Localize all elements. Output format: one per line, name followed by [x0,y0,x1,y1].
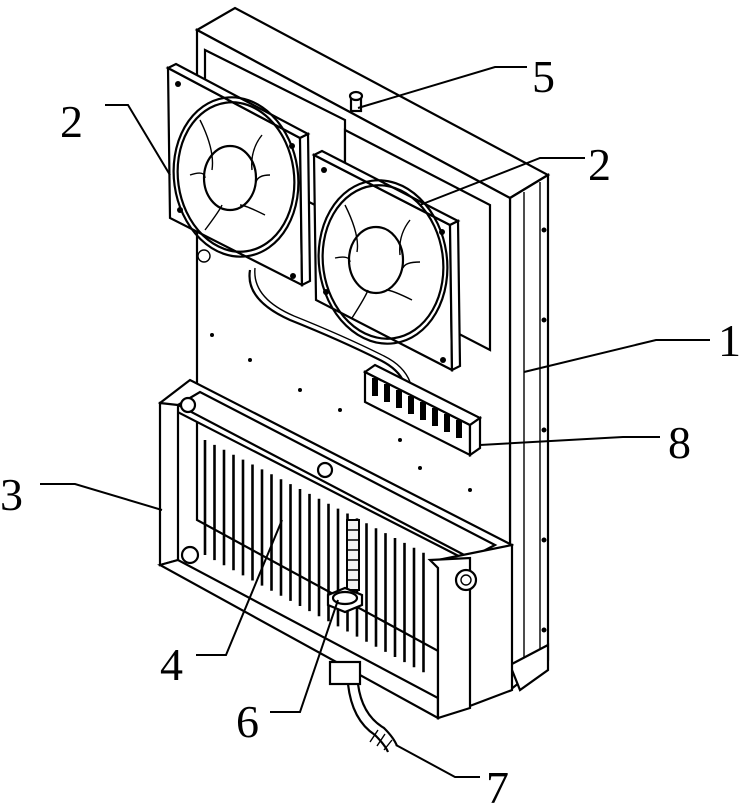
label-8: 8 [668,417,691,468]
fan-right [311,149,462,372]
label-3: 3 [0,469,23,520]
leader-lines [40,66,710,778]
label-7: 7 [486,762,509,811]
terminal-block-8 [362,363,483,458]
fan-cable [248,267,411,386]
label-2a: 2 [60,96,83,147]
heatsink-box-3 [157,378,515,720]
cable-7 [328,660,399,753]
label-1: 1 [718,315,741,366]
callout-labels: 1 2 2 3 4 5 6 7 8 [0,51,741,811]
label-6: 6 [236,696,259,747]
label-4: 4 [160,639,183,690]
label-2b: 2 [588,139,611,190]
cable-gland-6 [326,519,364,614]
label-5: 5 [532,51,555,102]
sensor-5 [348,90,364,113]
fan-left [165,62,312,287]
